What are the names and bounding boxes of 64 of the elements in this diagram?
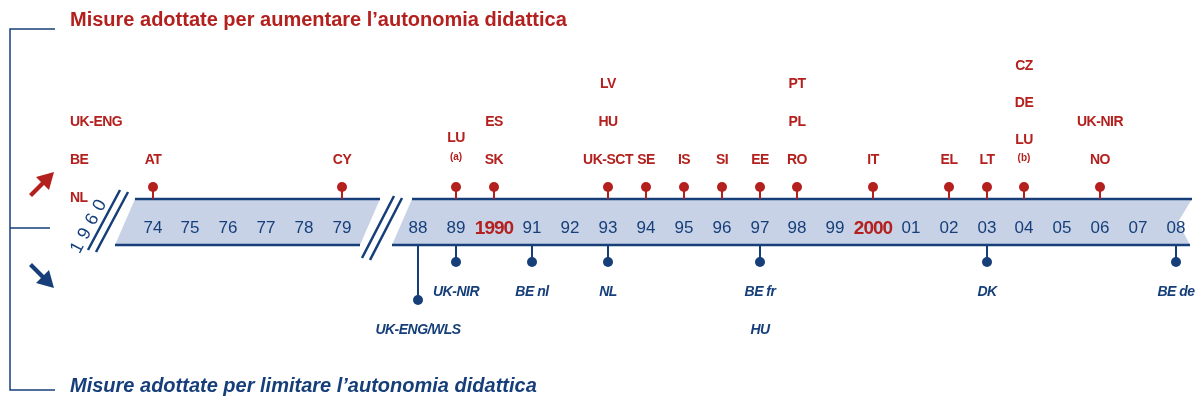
year-label: 94 [636,218,656,238]
year-label: 78 [294,218,314,238]
country-code: EE [751,152,769,168]
year-label: 97 [750,218,770,238]
country-code: DE [1014,95,1034,111]
year-label: 89 [446,218,466,238]
year-label: 08 [1166,218,1186,238]
country-code: CZ [1015,58,1033,74]
year-label: 07 [1128,218,1148,238]
country-code: BE nl [515,284,549,300]
year-label: 01 [901,218,921,238]
year-label: 76 [218,218,238,238]
year-label: 79 [332,218,352,238]
country-code: NO [1090,152,1110,168]
country-code: HU [750,322,770,338]
footnote-mark: (a) [449,150,463,162]
country-code: UK-ENG [70,114,123,130]
year-label: 92 [560,218,580,238]
country-code: PT [788,76,806,92]
year-label: 99 [825,218,845,238]
heading: Misure adottate per limitare l’autonomia didattica [70,374,537,396]
country-code: LU [1015,132,1033,148]
country-code: SI [715,152,729,168]
year-label: 91 [522,218,542,238]
country-code: UK-NIR [433,284,479,300]
year-label: 02 [939,218,959,238]
year-label: 88 [408,218,428,238]
country-code: UK-SCT [583,152,633,168]
year-label: 1990 [474,217,514,239]
year-label: 04 [1014,218,1034,238]
country-code: SK [484,152,504,168]
year-label: 95 [674,218,694,238]
year-label: 2000 [853,217,893,239]
year-label: 77 [256,218,276,238]
year-label: 96 [712,218,732,238]
heading: Misure adottate per aumentare l’autonomia didattica [70,8,567,30]
country-code: AT [144,152,162,168]
year-label: 06 [1090,218,1110,238]
year-label: 93 [598,218,618,238]
country-code: BE de [1157,284,1195,300]
year-label: 75 [180,218,200,238]
year-label: 05 [1052,218,1072,238]
country-code: RO [787,152,807,168]
country-code: UK-NIR [1077,114,1123,130]
country-code: BE [70,152,89,168]
country-code: SE [637,152,655,168]
country-code: PL [788,114,806,130]
footnote-mark: (b) [1017,151,1031,163]
year-label: 03 [977,218,997,238]
country-code: LT [979,152,995,168]
country-code: DK [977,284,997,300]
year-label: 74 [143,218,163,238]
country-code: UK-ENG/WLS [375,322,461,338]
country-code: LU [447,130,465,146]
country-code: BE fr [744,284,776,300]
year-label: 98 [787,218,807,238]
country-code: NL [599,284,617,300]
country-code: LV [600,76,616,92]
country-code: ES [485,114,503,130]
country-code: IS [677,152,691,168]
country-code: HU [598,114,618,130]
country-code: CY [332,152,352,168]
country-code: IT [867,152,879,168]
country-code: EL [940,152,958,168]
